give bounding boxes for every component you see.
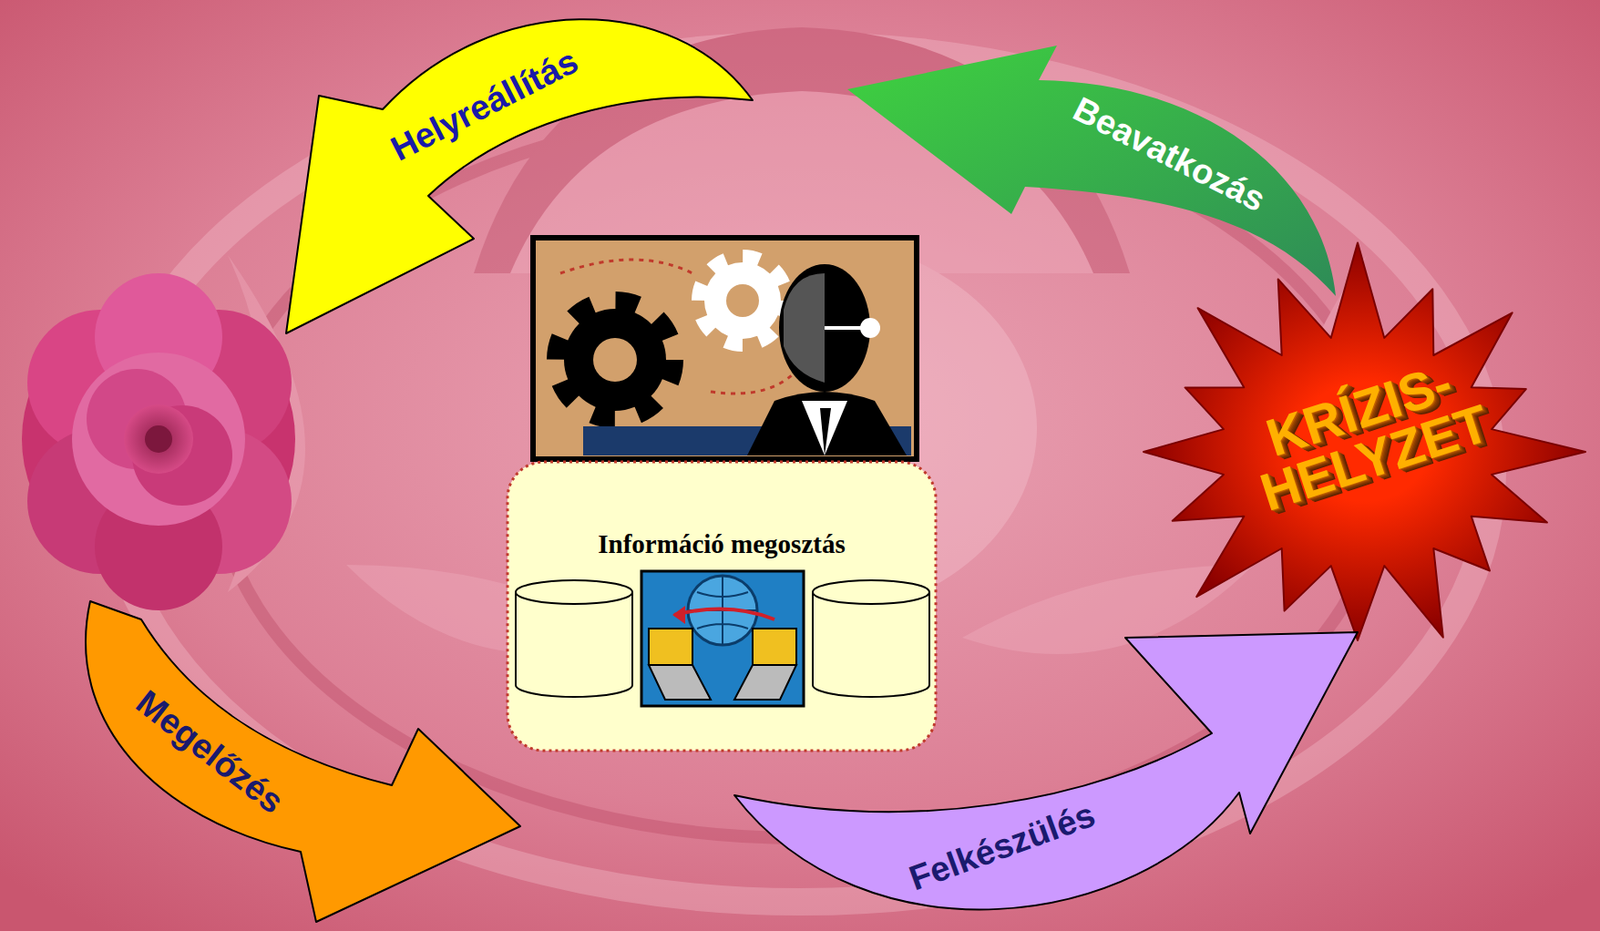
laptop-screen [648,628,693,666]
laptop-keyboard [648,665,711,700]
shape-path [847,45,1336,297]
cylinder-body [515,592,633,698]
preparation-arrow: Felkészülés [719,619,1367,931]
box-title: Információ megosztás [597,530,845,558]
database-cylinder [515,580,633,698]
box-outline [507,461,936,751]
shape-outline [273,0,770,347]
transfer-arrowhead [672,605,686,625]
flower-picture [21,273,296,611]
shape-outline [719,619,1367,931]
manager-icon [533,237,917,460]
shape-path [734,632,1358,910]
cylinder-top [812,580,930,605]
crisis-starburst: KRÍZIS- HELYZET [1116,236,1600,666]
icon-frame [641,571,804,707]
laptop-keyboard [734,665,797,700]
transfer-arrow [674,609,775,620]
shape-path [85,601,521,923]
shape-path [1143,243,1586,642]
info-sharing-box: Információ megosztás [504,459,939,754]
shape-outline [54,583,529,931]
laptop-screen [752,628,797,666]
prevention-arrow: Megelőzés [54,583,529,931]
shape-outline [504,459,939,754]
network-computers-icon [641,571,804,707]
response-arrow: Beavatkozás [838,36,1349,310]
cylinder-body [812,592,930,698]
shape-path [286,19,753,334]
shape-outline [838,36,1349,310]
cylinder-top [515,580,633,605]
recovery-arrow: Helyreállítás [273,0,770,347]
database-cylinder [812,580,930,698]
